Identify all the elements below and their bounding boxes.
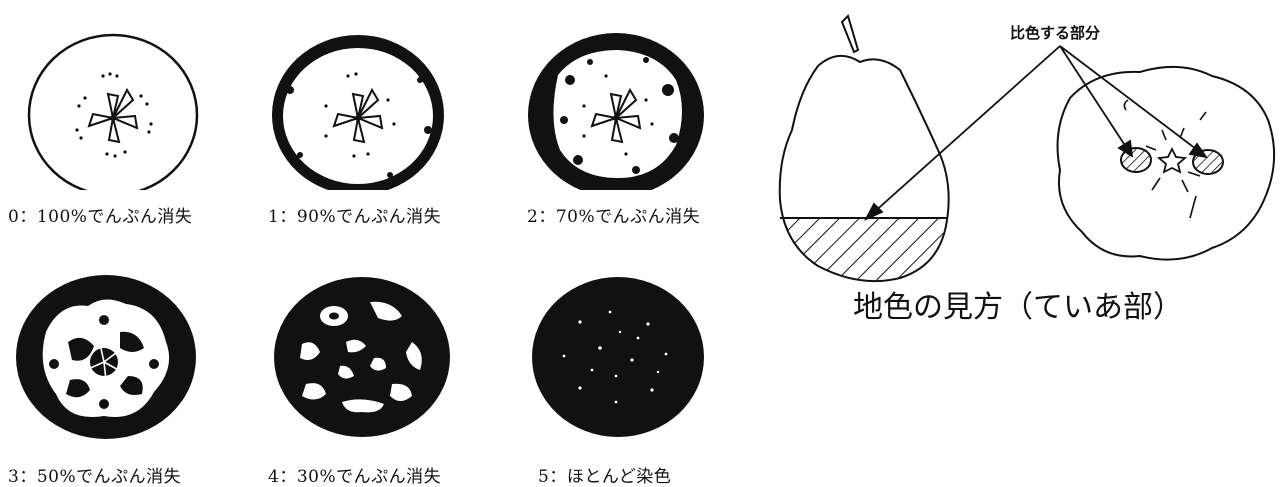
grade-3-caption: 3：50%でんぷん消失: [8, 467, 182, 487]
grade-2-slice: [518, 20, 718, 190]
grade-5-slice: [520, 272, 720, 442]
apple-slice-thin-ring-icon: [272, 35, 444, 190]
grade-5-caption: 5：ほとんど染色: [538, 467, 672, 487]
grade-4-slice: [262, 272, 462, 442]
grade-3-slice: [8, 272, 208, 442]
callout-arrows: [863, 45, 1208, 221]
pear-diagram: [760, 0, 1282, 360]
apple-slice-half-stained-icon: [16, 275, 196, 439]
pear-illustration: [778, 14, 1276, 283]
apple-slice-mostly-stained-icon: [274, 277, 450, 437]
pear-bottom-view: [1056, 65, 1276, 261]
grade-4-caption: 4：30%でんぷん消失: [268, 467, 442, 487]
callout-label: 比色する部分: [1010, 24, 1101, 42]
apple-slice-thick-ring-icon: [528, 33, 704, 190]
grade-1-caption: 1：90%でんぷん消失: [268, 207, 442, 227]
grade-1-slice: [260, 20, 460, 190]
apple-slice-fully-stained-icon: [532, 277, 704, 437]
grade-2-caption: 2：70%でんぷん消失: [527, 207, 701, 227]
pear-side-view: [778, 14, 950, 283]
grade-0-caption: 0：100%でんぷん消失: [8, 207, 193, 227]
grade-0-slice: [15, 20, 215, 190]
calyx-star-icon: [1156, 146, 1188, 174]
apple-slice-clean-icon: [27, 33, 199, 190]
pear-caption: 地色の見方（ていあ部）: [853, 290, 1183, 325]
